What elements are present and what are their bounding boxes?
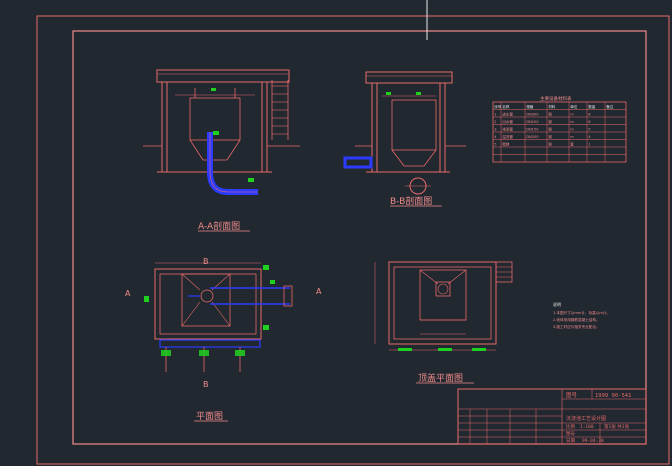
table-cell: 5 — [494, 142, 496, 146]
table-header-cell: 名称 — [502, 104, 510, 109]
table-cell: DN200 — [526, 135, 539, 139]
material-table[interactable]: 主要设备材料表 序号名称 规格 材料 单位 数量 备注 1 进水管 DN300 钢 m 8 2 出水管 DN… — [492, 95, 627, 163]
roof-slab — [156, 69, 290, 83]
plan-section-mark-a-left: A — [125, 289, 131, 298]
date-label: 日期 — [566, 438, 575, 444]
table-cell: 2 — [494, 120, 496, 124]
table-cell: m — [570, 135, 574, 139]
plan-section-mark-b-top: B — [203, 257, 209, 266]
plan-section-mark-b-bottom: B — [203, 380, 209, 389]
table-cell: 出水管 — [502, 119, 513, 124]
sheet-value: 第1张 共1张 — [604, 423, 630, 430]
outlet-pipe-b — [343, 156, 373, 169]
notes-line-2: 2.池体采用钢筋混凝土结构。 — [553, 317, 600, 322]
scale-value: 1:100 — [580, 424, 594, 430]
table-cell: 钢 — [548, 126, 552, 131]
title-block[interactable]: 图号 1999 90-541 沉淀池工艺设计图 比例 1:100 第1张 共1张… — [457, 388, 647, 445]
table-cell: 进水管 — [502, 111, 513, 116]
section-b-b-view[interactable]: B-B剖面图 — [343, 71, 466, 207]
inlet-pipe-section — [207, 132, 258, 195]
access-ladder — [271, 80, 289, 140]
cover-manhole — [435, 281, 451, 297]
table-cell: 6 — [588, 120, 591, 124]
table-cell: DN300 — [526, 112, 539, 116]
plan-center-hopper — [200, 289, 214, 303]
table-cell: 1 — [494, 112, 496, 116]
table-cell: 钢 — [548, 134, 552, 139]
table-cell: m — [570, 127, 574, 131]
table-header-cell: 数量 — [588, 104, 596, 109]
roof-slab-b — [365, 71, 453, 84]
plan-view-label: 平面图 — [196, 411, 223, 422]
drawing-number-label: 图号 — [566, 391, 578, 399]
table-cell: m — [570, 120, 574, 124]
table-cell: 钢 — [548, 119, 552, 124]
section-a-a-view[interactable]: A-A剖面图 — [143, 69, 300, 232]
plan-section-mark-a-right: A — [316, 287, 322, 296]
top-cover-plan-view[interactable]: 顶盖平面图 — [374, 261, 513, 384]
table-cell: 爬梯 — [502, 141, 510, 146]
table-cell: DN150 — [526, 127, 539, 131]
table-header-cell: 单位 — [570, 104, 578, 109]
table-cell: 4 — [494, 135, 497, 139]
table-cell: 排泥管 — [502, 126, 513, 131]
cover-outer-edge — [388, 261, 497, 345]
section-a-a-label: A-A剖面图 — [198, 220, 240, 232]
notes-line-1: 1.本图尺寸以mm计，标高以m计。 — [553, 310, 610, 315]
date-value: 99-04-30 — [582, 438, 604, 444]
top-cover-plan-label: 顶盖平面图 — [418, 372, 463, 384]
table-cell: 4 — [588, 135, 591, 139]
inner-drawing-frame — [72, 30, 647, 445]
table-cell: 溢流管 — [502, 134, 513, 139]
table-cell: 钢 — [548, 111, 552, 116]
drawing-number-value: 1999 90-541 — [595, 393, 631, 399]
table-header-cell: 材料 — [548, 104, 556, 109]
notes-line-3: 3.施工时应与相关专业配合。 — [553, 324, 600, 329]
notes-title: 说明 — [553, 301, 561, 307]
plan-view[interactable]: A A B B 平面图 — [125, 257, 322, 422]
table-header-cell: 备注 — [606, 104, 614, 109]
project-title: 沉淀池工艺设计图 — [566, 415, 606, 422]
table-cell: m — [570, 112, 574, 116]
table-cell: 钢 — [548, 141, 552, 146]
outer-sheet-border — [36, 15, 670, 465]
general-notes[interactable]: 说明 1.本图尺寸以mm计，标高以m计。 2.池体采用钢筋混凝土结构。 3.施工… — [553, 301, 610, 329]
section-b-b-label: B-B剖面图 — [390, 195, 432, 207]
table-cell: 1 — [588, 142, 590, 146]
svg-text:主要设备材料表: 主要设备材料表 — [540, 95, 572, 102]
table-cell: DN200 — [526, 120, 539, 124]
table-cell: 套 — [570, 141, 574, 146]
table-cell: 8 — [588, 112, 591, 116]
scale-label: 比例 — [566, 423, 575, 430]
table-header-cell: 规格 — [526, 104, 534, 109]
table-cell: 5 — [588, 127, 590, 131]
table-header-cell: 序号 — [494, 104, 502, 109]
table-cell: 3 — [494, 127, 496, 131]
sheet-label: 图号 — [566, 431, 575, 437]
